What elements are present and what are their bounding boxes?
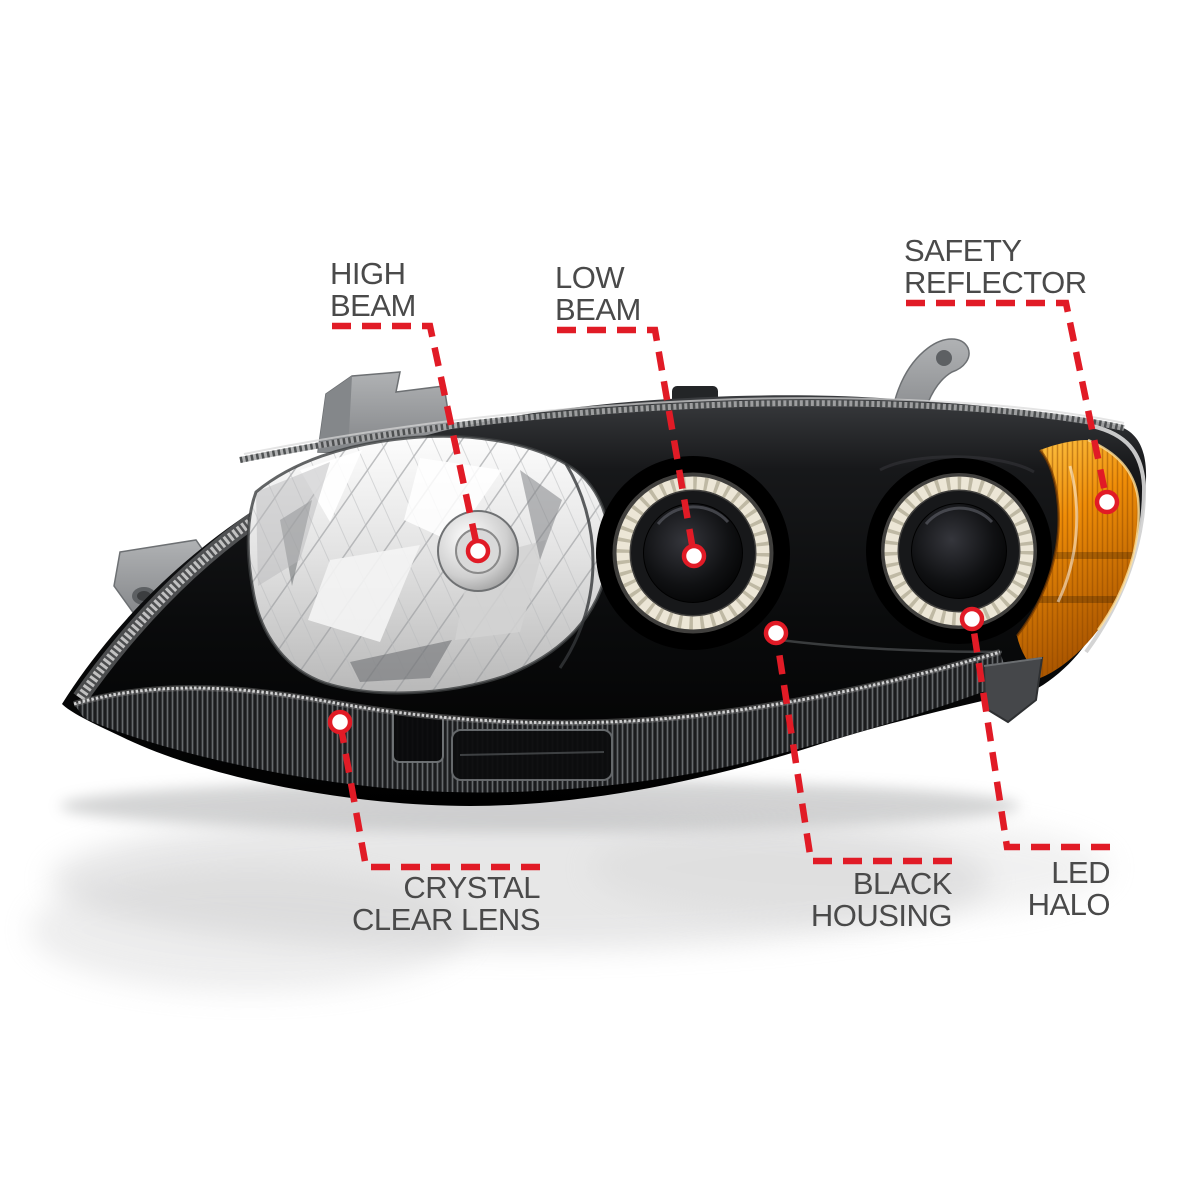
black-housing-label: BLACK HOUSING — [810, 866, 953, 933]
callout-line-safety-reflector — [906, 299, 1111, 503]
mounting-bracket-top-left — [317, 371, 453, 455]
callout-line-black-housing — [772, 632, 952, 865]
left-rim-highlight — [73, 503, 273, 703]
floor-reflection — [30, 780, 1110, 992]
callout-dot-safety-reflector — [1094, 489, 1120, 515]
safety-reflector-label: SAFETY REFLECTOR — [904, 233, 1087, 300]
callout-dot-led-halo — [959, 606, 985, 632]
crystal-clear-lens-label: CRYSTAL CLEAR LENS — [352, 870, 540, 937]
led-halo-label: LED HALO — [1027, 855, 1111, 922]
callout-line-crystal-clear-lens — [336, 721, 540, 871]
callout-dot-black-housing — [763, 620, 789, 646]
housing-divider-edge — [558, 463, 595, 669]
callout-dot-crystal-clear-lens — [327, 709, 353, 735]
callout-dot-high-beam — [465, 538, 491, 564]
mounting-bracket-bottom-right — [982, 656, 1044, 724]
led-halo-projector — [866, 458, 1052, 644]
callout-dot-low-beam — [681, 543, 707, 569]
callout-line-low-beam — [557, 326, 698, 557]
high-beam-chrome-chamber — [246, 434, 611, 695]
low-beam-label: LOW BEAM — [555, 260, 641, 327]
callout-dots — [327, 489, 1120, 735]
callout-layer — [332, 299, 1111, 871]
housing-contour-line — [879, 455, 1035, 474]
callout-line-high-beam — [332, 322, 482, 552]
low-beam-projector — [596, 456, 790, 650]
callout-line-led-halo — [968, 618, 1110, 851]
high-beam-label: HIGH BEAM — [330, 256, 416, 323]
top-rim-serration — [239, 397, 1125, 463]
